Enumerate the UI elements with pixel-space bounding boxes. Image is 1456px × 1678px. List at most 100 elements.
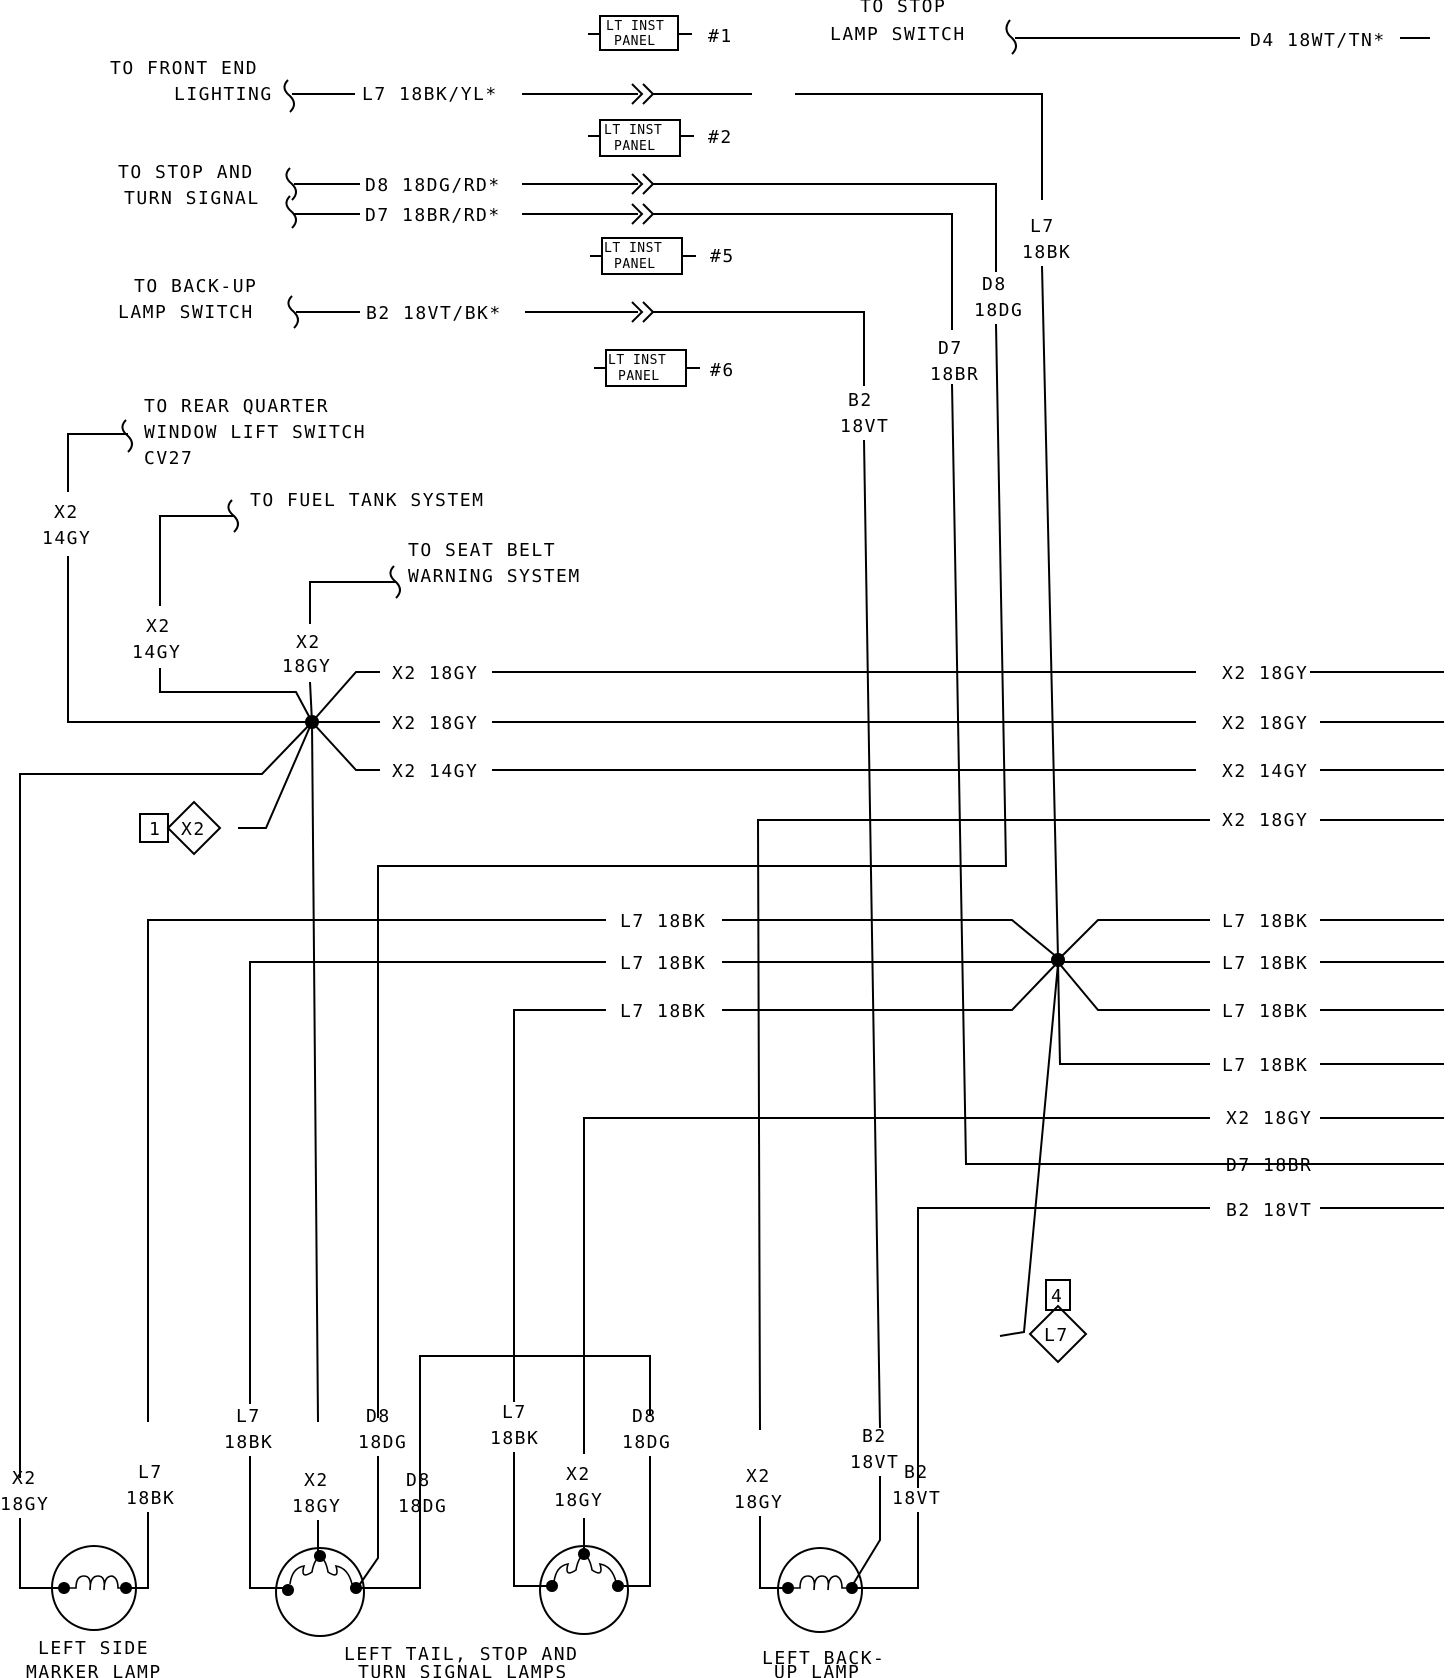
lamp-label-tail2-d8-2: 18DG <box>622 1432 671 1453</box>
wire-d4-label: D4 18WT/TN* <box>1250 30 1386 51</box>
svg-text:LT INST: LT INST <box>604 123 662 138</box>
connector-num-5: #5 <box>710 246 735 267</box>
x2-18gy-c-1: X2 <box>296 632 321 653</box>
rear-quarter-label-2: WINDOW LIFT SWITCH <box>144 422 366 443</box>
lamp-label-tail1-d8-1: D8 <box>366 1406 391 1427</box>
wire-x2-to-tail2 <box>583 1117 1210 1454</box>
wire-d7-vertical <box>951 383 1444 1165</box>
lamp-label-tail2-l7-1: L7 <box>502 1402 527 1423</box>
splice-x2-to-tail1 <box>311 721 319 1423</box>
wire-x2-seat-belt <box>309 581 396 624</box>
x2-14gy-b-1: X2 <box>146 616 171 637</box>
splice-l7-badge-leader <box>999 963 1059 1337</box>
tail-stop-name-2: TURN SIGNAL LAMPS <box>358 1662 568 1678</box>
wire-b2-main <box>653 311 865 386</box>
svg-text:LT INST: LT INST <box>608 353 666 368</box>
l7-left-wire-label-1: L7 18BK <box>620 911 706 932</box>
wire-x2-rear-quarter <box>67 433 128 492</box>
right-x2-label-1: X2 18GY <box>1222 663 1308 684</box>
wire-l7-to-tail1 <box>249 961 606 1404</box>
lamp-label-bu-b2a-2: 18VT <box>850 1452 899 1473</box>
connector-num-2: #2 <box>708 127 733 148</box>
backup-name-2: UP LAMP <box>774 1662 860 1678</box>
seat-belt-label-1: TO SEAT BELT <box>408 540 556 561</box>
x2-14gy-a-2: 14GY <box>42 528 91 549</box>
svg-text:X2: X2 <box>181 819 206 840</box>
connector-num-6: #6 <box>710 360 735 381</box>
tail-stop-name-1: LEFT TAIL, STOP AND <box>344 1644 578 1665</box>
splice-x2-to-side-marker <box>19 721 313 1478</box>
rear-quarter-break-mark <box>121 419 133 453</box>
lamp-label-side-x2-2: 18GY <box>0 1494 49 1515</box>
x2-18gy-c-2: 18GY <box>282 656 331 677</box>
svg-text:PANEL: PANEL <box>614 139 656 154</box>
backup-name-1: LEFT BACK- <box>762 1648 885 1669</box>
dual-filament-icon <box>553 1553 617 1583</box>
wire-l7-front-label: L7 18BK/YL* <box>362 84 498 105</box>
right-l7-label-1: L7 18BK <box>1222 911 1308 932</box>
wire-l7-vertical <box>1041 265 1059 959</box>
lamp-label-tail1-d8b-2: 18DG <box>398 1496 447 1517</box>
rear-quarter-label-3: CV27 <box>144 448 193 469</box>
svg-text:4: 4 <box>1051 1286 1063 1307</box>
splice-l7-arm-4 <box>1057 961 1210 1065</box>
splice-x2-wire-label-2: X2 18GY <box>392 713 478 734</box>
splice-l7-badge: 4 L7 <box>1028 1279 1088 1364</box>
splice-l7-arm-1 <box>1057 919 1210 961</box>
svg-text:PANEL: PANEL <box>614 257 656 272</box>
l7-left-wire-label-2: L7 18BK <box>620 953 706 974</box>
wire-l7-to-side-marker <box>147 919 606 1422</box>
left-side-marker-lamp <box>19 1512 149 1631</box>
wire-b2-label: B2 18VT/BK* <box>366 303 502 324</box>
lamp-label-tail2-l7-2: 18BK <box>490 1428 539 1449</box>
side-marker-name-1: LEFT SIDE <box>38 1638 149 1659</box>
lamp-label-tail1-l7-2: 18BK <box>224 1432 273 1453</box>
lamp-label-tail2-x2-1: X2 <box>566 1464 591 1485</box>
connector-lt-inst-panel-5: LT INST PANEL #5 <box>590 237 735 275</box>
vlabel-l7-2: 18BK <box>1022 242 1071 263</box>
wire-d7-main <box>653 213 953 330</box>
lamp-label-bu-x2-1: X2 <box>746 1466 771 1487</box>
front-end-label-2: LIGHTING <box>174 84 273 105</box>
lamp-label-tail2-x2-2: 18GY <box>554 1490 603 1511</box>
vlabel-d7-1: D7 <box>938 338 963 359</box>
connector-lt-inst-panel-6: LT INST PANEL #6 <box>594 349 735 387</box>
splice-x2-to-badge <box>238 721 313 829</box>
l7-left-wire-label-3: L7 18BK <box>620 1001 706 1022</box>
wire-x2-fuel-tank-down <box>159 668 313 723</box>
wire-l7-to-tail2 <box>513 1009 606 1402</box>
backup-switch-label-1: TO BACK-UP <box>134 276 257 297</box>
splice-x2-wire-label-3: X2 14GY <box>392 761 478 782</box>
splice-x2-arm-lower <box>311 721 380 771</box>
lamp-label-side-x2-1: X2 <box>12 1468 37 1489</box>
lamp-label-tail1-l7-1: L7 <box>236 1406 261 1427</box>
x2-14gy-b-2: 14GY <box>132 642 181 663</box>
backup-break-mark <box>287 295 299 329</box>
stop-lamp-switch-label-2: LAMP SWITCH <box>830 24 966 45</box>
svg-text:LT INST: LT INST <box>606 19 664 34</box>
connector-lt-inst-panel-2: LT INST PANEL #2 <box>588 119 733 157</box>
front-end-break-mark <box>283 79 295 113</box>
stop-turn-break-mark-2 <box>285 195 297 229</box>
right-x2-label-3: X2 14GY <box>1222 761 1308 782</box>
lamp-label-bu-x2-2: 18GY <box>734 1492 783 1513</box>
lamp-label-side-l7-2: 18BK <box>126 1488 175 1509</box>
wire-x2-backup <box>756 819 1210 1431</box>
wire-l7-main <box>795 93 1043 200</box>
wire-d8-vertical <box>377 323 1008 1418</box>
right-x2-label-2: X2 18GY <box>1222 713 1308 734</box>
stop-lamp-switch-label-1: TO STOP <box>860 0 946 17</box>
stop-turn-break-mark-1 <box>285 167 297 201</box>
wire-l7-left-3 <box>722 961 1059 1011</box>
left-tail-lamp-1 <box>249 1456 421 1637</box>
svg-text:PANEL: PANEL <box>614 34 656 49</box>
vlabel-b2-2: 18VT <box>840 416 889 437</box>
splice-x2-badge: 1 X2 <box>139 800 222 856</box>
lamp-label-tail1-x2-2: 18GY <box>292 1496 341 1517</box>
stop-turn-label-1: TO STOP AND <box>118 162 254 183</box>
wire-d8-jumper <box>419 1355 651 1472</box>
wire-x2-fuel-tank <box>159 515 234 606</box>
svg-text:L7: L7 <box>1044 1325 1069 1346</box>
side-marker-name-2: MARKER LAMP <box>26 1662 162 1678</box>
